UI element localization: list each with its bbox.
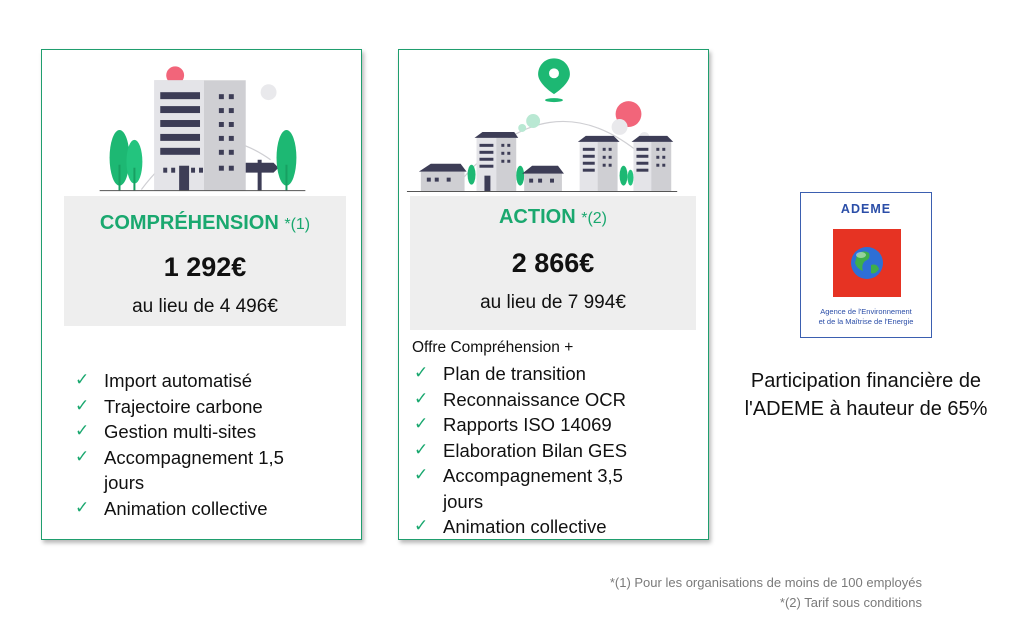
list-item: ✓ Elaboration Bilan GES (414, 438, 704, 464)
ademe-red-square (833, 229, 901, 297)
offer-name-text: COMPRÉHENSION (99, 212, 279, 234)
location-pin-icon (538, 58, 570, 103)
ademe-logo: ADEME Agence de l'Environnement et de la… (800, 192, 932, 338)
feature-list: ✓Plan de transition ✓Reconnaissance OCR … (414, 361, 704, 540)
offer-price: 1 292€ (163, 252, 247, 282)
participation-line: Participation financière de (750, 370, 982, 392)
feature-text: Elaboration Bilan GES (443, 439, 628, 461)
offer-card-comprehension: COMPRÉHENSION *(1) 1 292€ au lieu de 4 4… (41, 49, 362, 540)
offer-card-action: ACTION *(2) 2 866€ au lieu de 7 994€ Off… (398, 49, 709, 540)
feature-text: Animation collective (104, 497, 268, 519)
ademe-logo-title: ADEME (840, 202, 892, 216)
offer-title: ACTION *(2) (410, 206, 696, 229)
ademe-logo-subtitle-line: et de la Maîtrise de l'Energie (818, 317, 914, 326)
feature-text: Animation collective (443, 516, 607, 537)
ademe-logo-subtitle: Agence de l'Environnement et de la Maîtr… (801, 307, 931, 327)
feature-text: Import automatisé (104, 370, 253, 391)
feature-text: Gestion multi-sites (104, 421, 257, 442)
building-illustration (99, 66, 306, 192)
checkmark-icon: ✓ (75, 497, 90, 518)
list-item: ✓ Accompagnement 1,5 jours (75, 445, 355, 496)
footnote: *(2) Tarif sous conditions (779, 595, 922, 610)
offer-name-text: ACTION (498, 206, 576, 228)
checkmark-icon: ✓ (414, 516, 429, 536)
checkmark-icon: ✓ (414, 363, 429, 383)
globe-icon (851, 247, 883, 279)
ademe-participation-text: Participation financière de l'ADEME à ha… (725, 367, 1007, 423)
checkmark-icon: ✓ (414, 439, 429, 460)
offer-intro: Offre Compréhension + (412, 339, 574, 356)
list-item: ✓ Plan de transition (414, 361, 704, 387)
checkmark-icon: ✓ (414, 388, 429, 409)
feature-list: ✓Import automatisé ✓Trajectoire carbone … (75, 368, 355, 521)
footnote: *(1) Pour les organisations de moins de … (609, 575, 922, 590)
offer-title: COMPRÉHENSION *(1) (64, 212, 346, 235)
feature-text: Accompagnement 3,5 jours (443, 465, 623, 512)
checkmark-icon: ✓ (75, 395, 90, 416)
list-item: ✓ Animation collective (414, 514, 704, 540)
checkmark-icon: ✓ (414, 414, 429, 434)
list-item: ✓ Reconnaissance OCR (414, 387, 704, 413)
list-item: ✓ Accompagnement 3,5 jours (414, 463, 704, 514)
feature-text: Trajectoire carbone (104, 395, 263, 417)
list-item: ✓ Gestion multi-sites (75, 419, 355, 445)
list-item: ✓ Trajectoire carbone (75, 394, 355, 420)
feature-text: Rapports ISO 14069 (443, 414, 612, 435)
offer-original-price: au lieu de 7 994€ (480, 292, 626, 313)
feature-text: Plan de transition (443, 363, 586, 384)
ademe-logo-subtitle-line: Agence de l'Environnement (820, 307, 912, 316)
checkmark-icon: ✓ (414, 465, 429, 485)
list-item: ✓ Rapports ISO 14069 (414, 412, 704, 438)
checkmark-icon: ✓ (75, 421, 90, 441)
checkmark-icon: ✓ (75, 370, 90, 390)
list-item: ✓ Import automatisé (75, 368, 355, 394)
offer-note: *(2) (581, 210, 607, 227)
offer-price: 2 866€ (511, 248, 595, 278)
feature-text: Accompagnement 1,5 jours (104, 446, 284, 494)
participation-line: l'ADEME à hauteur de 65% (744, 398, 988, 420)
offer-original-price: au lieu de 4 496€ (132, 296, 278, 317)
checkmark-icon: ✓ (75, 446, 90, 467)
feature-text: Reconnaissance OCR (443, 388, 627, 410)
offer-note: *(1) (284, 216, 311, 233)
price-box: ACTION *(2) 2 866€ au lieu de 7 994€ (410, 196, 696, 330)
price-box: COMPRÉHENSION *(1) 1 292€ au lieu de 4 4… (64, 196, 346, 326)
city-illustration (406, 58, 678, 193)
list-item: ✓ Animation collective (75, 496, 355, 522)
